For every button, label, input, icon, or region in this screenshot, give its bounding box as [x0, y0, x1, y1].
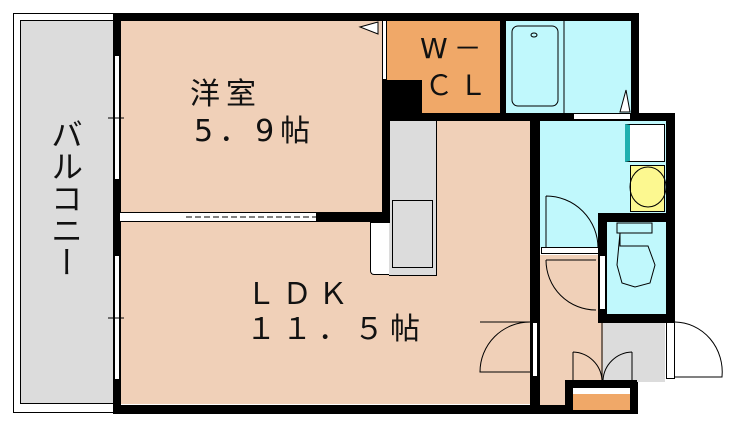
- refrigerator: [370, 222, 389, 275]
- ldk-size: １１．５帖: [246, 312, 426, 347]
- door-opening: [666, 322, 675, 379]
- door-opening: [573, 113, 631, 120]
- door-opening: [532, 322, 538, 377]
- door-opening: [382, 20, 387, 80]
- balcony-floor: [20, 20, 114, 404]
- wall: [631, 13, 639, 121]
- wall: [113, 405, 540, 414]
- door-opening: [541, 247, 599, 254]
- wall: [630, 382, 638, 414]
- closet-pillar: [382, 80, 422, 116]
- closet-label-2: ＣＬ: [425, 69, 494, 102]
- wall: [565, 380, 573, 414]
- wall: [565, 380, 637, 388]
- wall: [316, 213, 386, 221]
- wall: [598, 314, 675, 323]
- sink: [392, 200, 433, 268]
- wall: [382, 113, 538, 121]
- western-room-size: 5．9帖: [194, 114, 317, 149]
- western-room-name: 洋室: [190, 77, 262, 112]
- door-opening: [599, 255, 606, 310]
- entrance: [603, 320, 665, 382]
- shoe-cabinet: [573, 388, 633, 414]
- bathtub-icon: [511, 25, 559, 107]
- balcony-label: バルコニー: [46, 118, 84, 278]
- wall: [382, 113, 390, 223]
- wall: [113, 13, 639, 21]
- toilet-icon: [616, 222, 656, 288]
- wall: [598, 213, 675, 222]
- western-room: [120, 20, 382, 214]
- wall: [500, 13, 506, 121]
- ldk-room: [120, 220, 530, 404]
- wall: [565, 410, 637, 414]
- wall: [113, 13, 121, 413]
- wall: [530, 405, 572, 414]
- ldk-name: ＬＤＫ: [246, 277, 354, 312]
- washing-machine: [625, 124, 665, 162]
- wall: [530, 113, 540, 413]
- closet-label-1: W－: [420, 32, 488, 65]
